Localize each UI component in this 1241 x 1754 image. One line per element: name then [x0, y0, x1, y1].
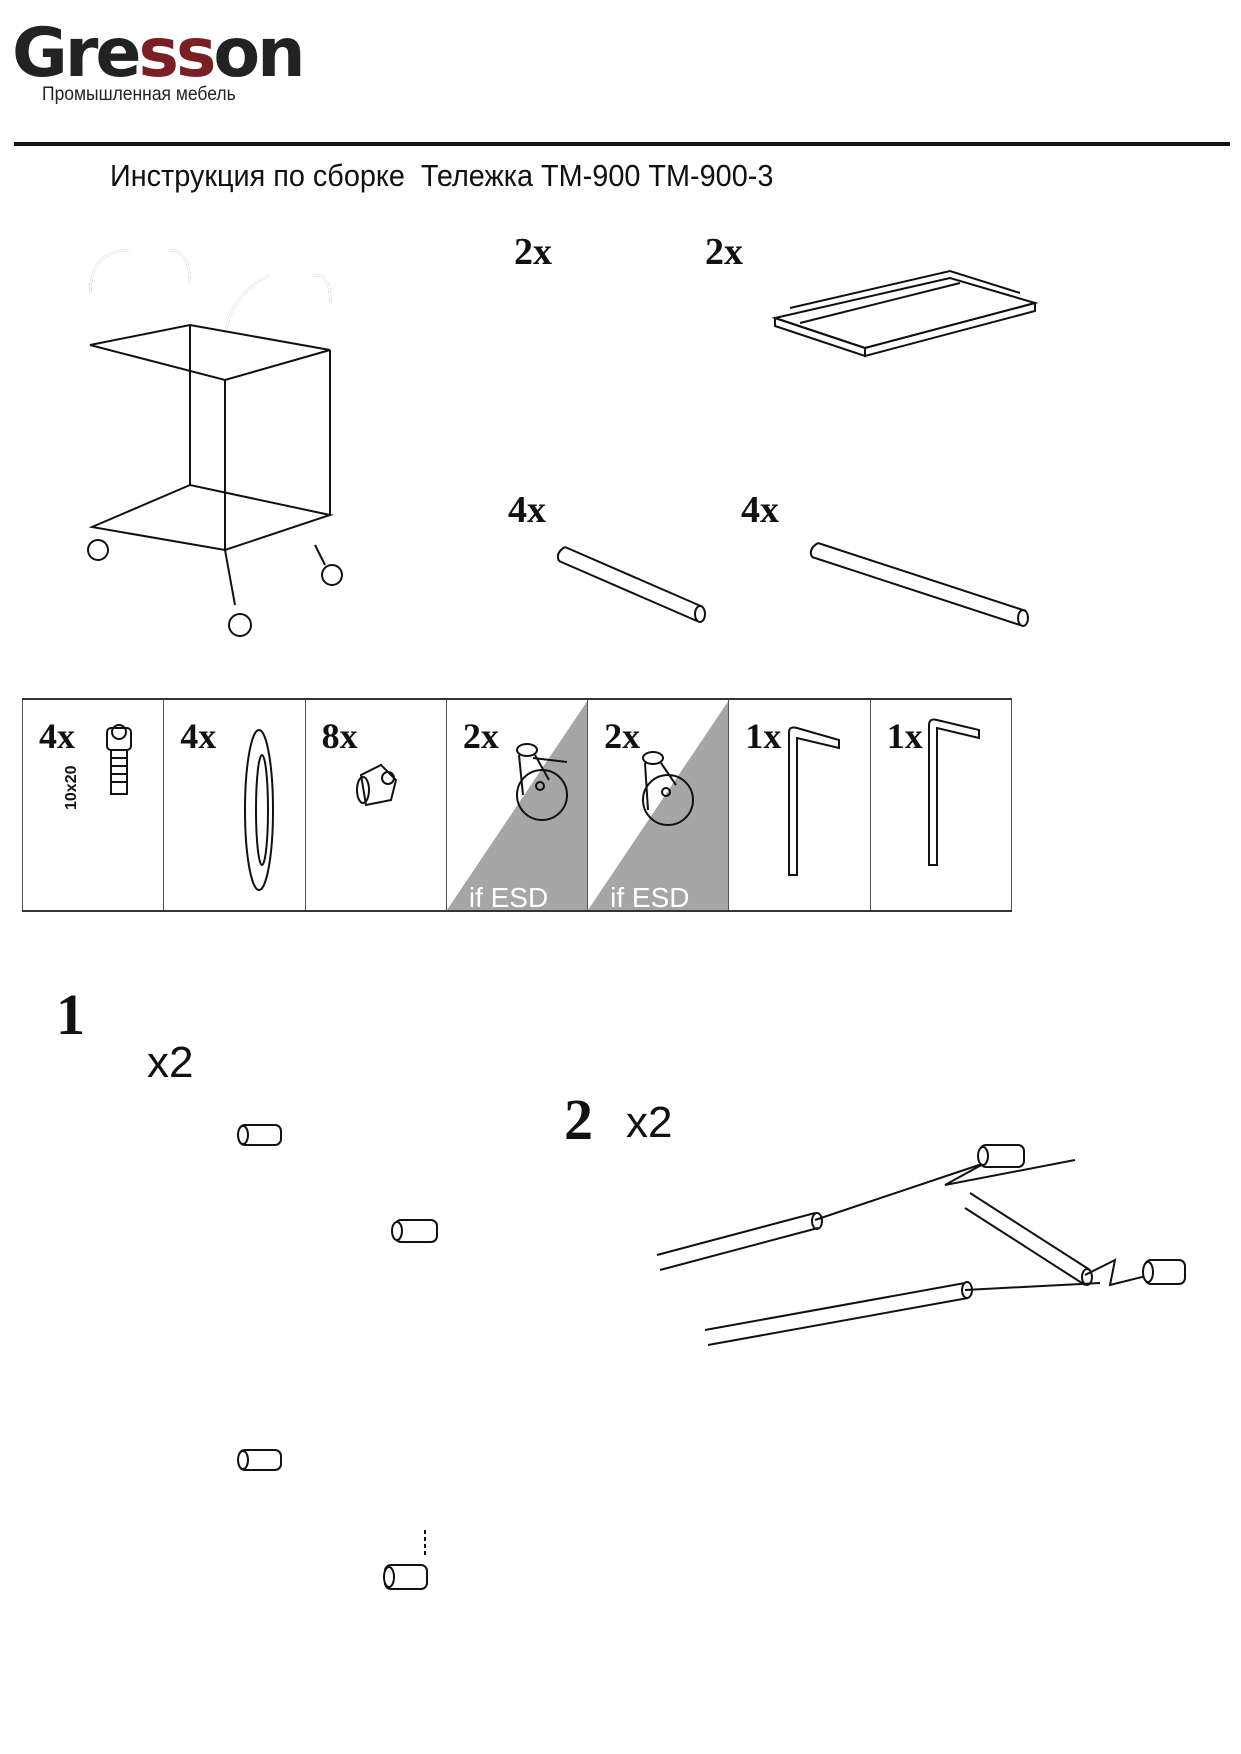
- logo-text-red: ss: [138, 14, 216, 93]
- page-title: Инструкция по сборке Тележка ТМ-900 ТМ-9…: [110, 158, 774, 193]
- connector-icon: [237, 1449, 282, 1471]
- connector-icon: [391, 1219, 438, 1243]
- connector-icon: [355, 763, 397, 807]
- step1-illustration: [237, 962, 443, 1590]
- hardware-cell-caster: 2x if ESD: [445, 700, 588, 910]
- brand-subtitle: Промышленная мебель: [42, 84, 236, 105]
- connector-icon: [1142, 1259, 1186, 1285]
- hardware-cell-caster-brake: 2x if ESD: [587, 700, 729, 910]
- hardware-cell-washer: 4x: [163, 700, 304, 910]
- component-qty: 2x: [705, 231, 743, 273]
- hardware-parts-table: 4x 10x20 4x 8x 2x if ESD 2x: [22, 698, 1012, 912]
- hardware-qty: 4x: [39, 716, 75, 756]
- step-number: 1: [56, 982, 85, 1047]
- esd-note: if ESD: [610, 882, 690, 910]
- bolt-icon: [106, 724, 132, 795]
- hardware-qty: 2x: [604, 716, 641, 756]
- long-tube-part: [809, 542, 1029, 627]
- short-tube-part: [556, 546, 706, 623]
- hardware-cell-hex-key-large: 1x: [869, 700, 1012, 910]
- esd-note: if ESD: [468, 882, 549, 910]
- hex-key-icon: [788, 726, 841, 876]
- logo-text-end: on: [213, 14, 305, 93]
- hardware-qty: 8x: [321, 716, 358, 756]
- component-qty: 4x: [741, 489, 779, 531]
- connector-icon: [237, 1124, 282, 1146]
- hex-key-icon: [927, 718, 980, 866]
- washer-icon: [244, 729, 275, 891]
- brand-logo: Gresson: [12, 14, 306, 94]
- step-number: 2: [564, 1087, 593, 1152]
- hardware-qty: 2x: [462, 716, 499, 756]
- hardware-qty: 1x: [886, 716, 923, 756]
- connector-icon: [977, 1144, 1025, 1168]
- hardware-qty: 1x: [745, 716, 782, 756]
- handle-frame-part: [586, 256, 654, 475]
- step-multiplier: x2: [626, 1098, 673, 1147]
- hardware-cell-connector: 8x: [304, 700, 446, 910]
- assembled-cart-illustration: [87, 249, 343, 637]
- shelf-part: [771, 269, 1039, 358]
- step-multiplier: x2: [147, 1038, 194, 1087]
- hardware-cell-bolt: 4x 10x20: [22, 700, 163, 910]
- logo-text-dark: Gre: [12, 14, 141, 93]
- component-qty: 2x: [514, 231, 552, 273]
- caster-brake-icon: [588, 701, 729, 910]
- connector-icon: [383, 1564, 428, 1590]
- header-divider: [14, 142, 1230, 146]
- caster-icon: [446, 701, 588, 910]
- step2-illustration: [656, 990, 1213, 1535]
- hardware-cell-hex-key-small: 1x: [728, 700, 869, 910]
- hardware-qty: 4x: [180, 716, 217, 756]
- component-qty: 4x: [508, 489, 546, 531]
